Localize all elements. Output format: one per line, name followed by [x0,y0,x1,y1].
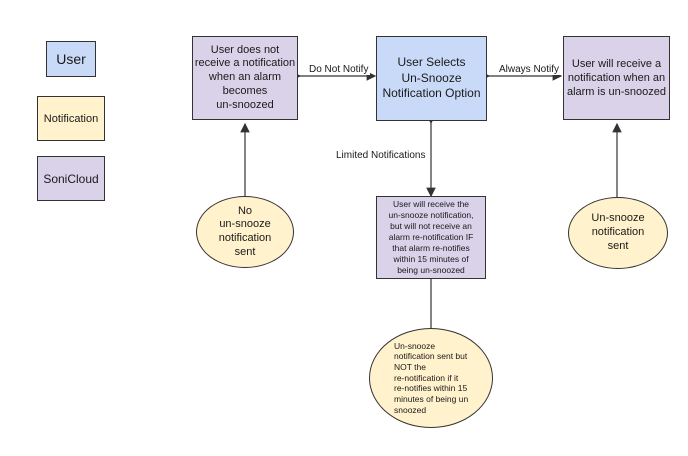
legend-notification-label: Notification [43,112,99,125]
ellipse-bottom: Un-snooze notification sent but NOT the … [369,328,493,428]
label-do-not-notify: Do Not Notify [307,64,371,75]
ellipse-bottom-text: Un-snooze notification sent but NOT the … [394,340,469,415]
legend-sonicloud: SoniCloud [37,156,105,201]
node-right: User will receive a notification when an… [563,36,670,120]
ellipse-left-text: No un-snooze notification sent [218,204,272,258]
ellipse-right: Un-snooze notification sent [568,197,668,269]
node-left: User does not receive a notification whe… [192,36,298,120]
node-middle-text: User will receive the un-snooze notifica… [388,198,474,276]
legend-user-label: User [56,51,86,67]
label-always-notify: Always Notify [497,64,562,75]
node-middle: User will receive the un-snooze notifica… [376,196,486,279]
legend-user: User [46,41,96,77]
node-center: User Selects Un-Snooze Notification Opti… [376,36,487,121]
legend-sonicloud-label: SoniCloud [43,171,99,186]
node-left-text: User does not receive a notification whe… [194,43,296,111]
ellipse-right-text: Un-snooze notification sent [591,212,645,252]
label-limited-notifications: Limited Notifications [334,150,428,161]
node-center-text: User Selects Un-Snooze Notification Opti… [382,55,481,101]
ellipse-left: No un-snooze notification sent [196,196,294,268]
node-right-text: User will receive a notification when an… [566,57,667,99]
legend-notification: Notification [37,96,105,141]
